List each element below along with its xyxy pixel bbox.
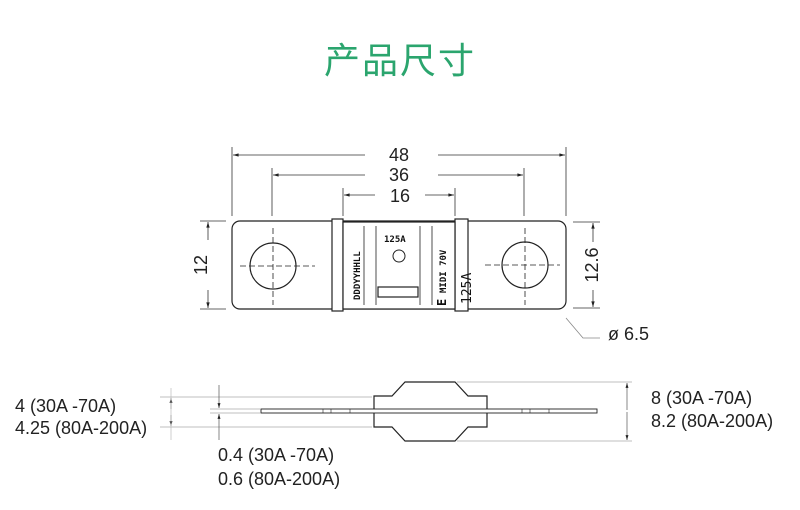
collar-left xyxy=(331,218,344,312)
center-lines xyxy=(240,228,560,305)
dim-body-width: 16 xyxy=(390,186,410,206)
dim-plate-thickness-b: 0.6 (80A-200A) xyxy=(218,469,340,489)
side-view xyxy=(260,381,598,442)
marking-logo: E xyxy=(435,299,449,306)
dim-body-thickness-b: 4.25 (80A-200A) xyxy=(15,418,147,438)
dim-hole-diameter: ø 6.5 xyxy=(608,324,649,344)
dim-total-thickness-b: 8.2 (80A-200A) xyxy=(651,411,773,431)
sight-window xyxy=(392,249,406,263)
dim-height-right: 12.6 xyxy=(582,247,602,282)
dim-overall-length: 48 xyxy=(389,145,409,165)
center-body xyxy=(342,221,456,310)
top-view xyxy=(231,218,567,312)
dim-body-thickness-a: 4 (30A -70A) xyxy=(15,396,116,416)
dim-height-left: 12 xyxy=(191,255,211,275)
marking-series: MIDI 70V xyxy=(439,249,449,293)
dim-plate-thickness-a: 0.4 (30A -70A) xyxy=(218,445,334,465)
dim-total-thickness-a: 8 (30A -70A) xyxy=(651,388,752,408)
side-dimension-lines xyxy=(160,381,632,442)
window-slot xyxy=(377,286,419,298)
dim-hole-spacing: 36 xyxy=(389,165,409,185)
top-dimension-lines xyxy=(200,147,600,339)
marking-rating-top: 125A xyxy=(384,235,406,245)
marking-date-code: DDDYYHHLL xyxy=(353,251,363,300)
marking-rating-collar: 125A xyxy=(460,273,475,304)
page-title: 产品尺寸 xyxy=(323,40,476,81)
